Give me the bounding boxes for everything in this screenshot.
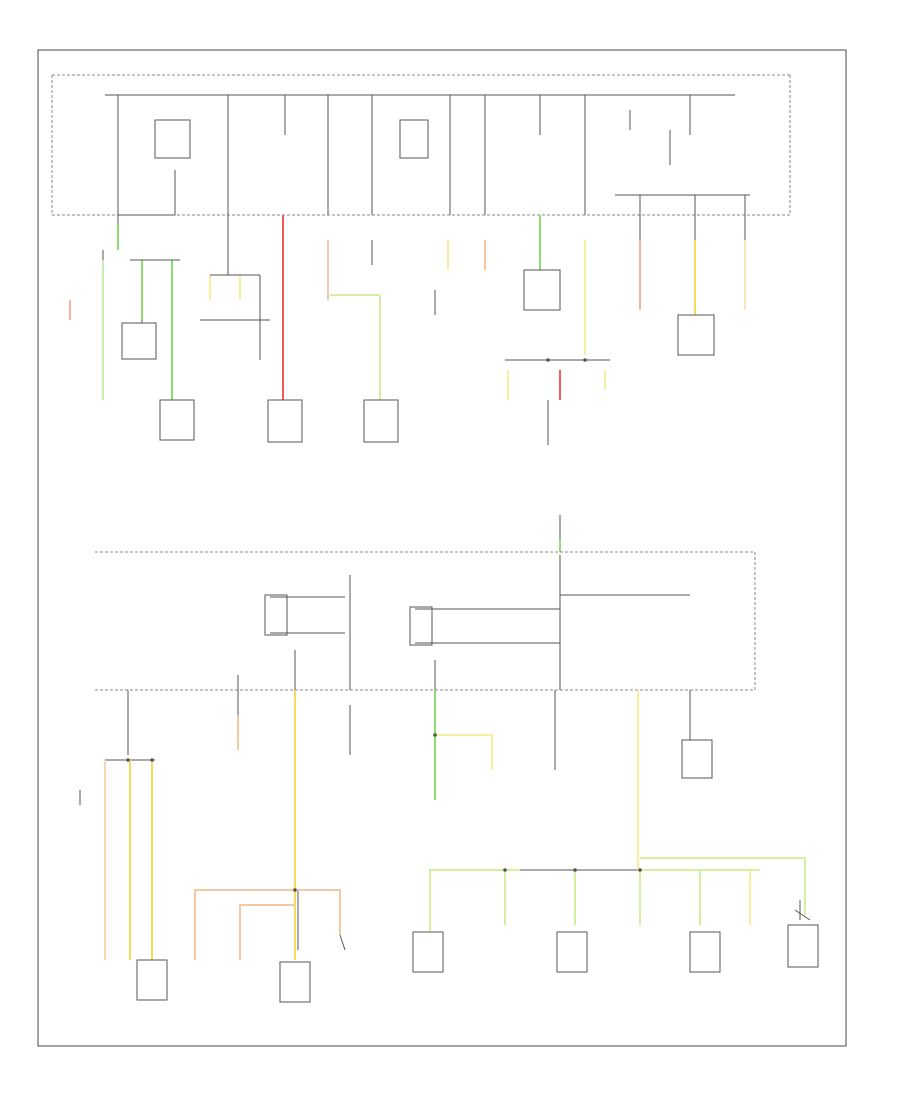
lower-gray-wires [79, 675, 811, 951]
relay-box-1 [154, 119, 191, 159]
upper-gray-wires [102, 215, 610, 445]
component-u4 [363, 399, 399, 443]
wire-lightgreen-l1 [429, 857, 806, 935]
wire-orange-l3 [194, 889, 341, 960]
relay-lower-2 [409, 606, 433, 646]
component-l5 [556, 931, 588, 973]
lower-relays [264, 555, 690, 690]
lower-components [136, 739, 819, 1003]
splice-dots [126, 358, 642, 892]
lower-fuse-panel [95, 551, 756, 691]
relay-lower-1 [264, 594, 288, 636]
lower-colored-wires [104, 690, 806, 960]
component-l6 [689, 931, 721, 973]
component-l3 [681, 739, 713, 779]
component-u6 [677, 314, 715, 356]
component-l1 [136, 959, 168, 1001]
upper-components [121, 269, 715, 443]
upper-fuse-drops [117, 95, 691, 215]
upper-colored-wires [69, 215, 746, 400]
relay-box-2 [399, 119, 429, 159]
component-u1 [121, 322, 157, 360]
component-l7 [787, 924, 819, 968]
component-u5 [523, 269, 561, 311]
component-u3 [267, 399, 303, 443]
wire-lightyellow-l1 [435, 734, 493, 770]
component-u2 [159, 399, 195, 441]
component-l4 [412, 931, 444, 973]
diagram-border [37, 49, 847, 1047]
component-l2 [279, 961, 311, 1003]
